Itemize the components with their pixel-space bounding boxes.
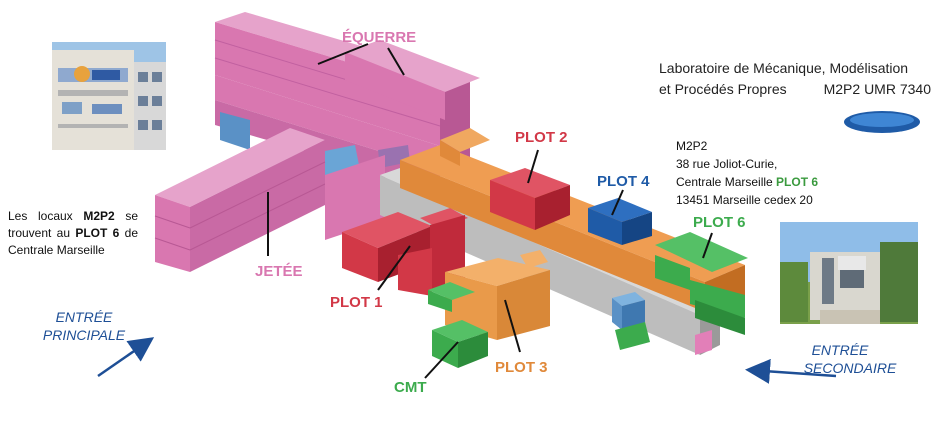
cmt-building [428, 282, 488, 368]
lab-code: M2P2 UMR 7340 [823, 81, 931, 97]
plot6-building [655, 232, 748, 335]
label-plot2: PLOT 2 [515, 129, 568, 146]
label-plot6: PLOT 6 [693, 214, 746, 231]
address-city: 13451 Marseille cedex 20 [676, 193, 813, 207]
plot6-photo [780, 222, 918, 324]
main-entrance-arrow [97, 337, 155, 378]
small-blue-block-front [622, 300, 645, 330]
equerre-building [214, 12, 480, 190]
lab-title-line2: et Procédés Propres [659, 81, 787, 97]
locaux-text-1: Les locaux [8, 209, 84, 223]
locaux-plot: PLOT 6 [75, 226, 120, 240]
main-entrance-line1: ENTRÉE [56, 309, 113, 325]
small-green-block [615, 322, 650, 350]
jetee-building [154, 128, 385, 272]
address-street: 38 rue Joliot-Curie, [676, 157, 778, 171]
locaux-lab: M2P2 [83, 209, 115, 223]
main-entrance-line2: PRINCIPALE [43, 327, 126, 343]
locaux-note: Les locaux M2P2 se trouvent au PLOT 6 de… [8, 208, 138, 259]
lab-title: Laboratoire de Mécanique, Modélisation e… [659, 58, 931, 100]
small-blue-block [612, 292, 645, 306]
secondary-entrance-line1: ENTRÉE [812, 342, 869, 358]
label-equerre: ÉQUERRE [342, 29, 416, 46]
label-plot3: PLOT 3 [495, 359, 548, 376]
address-site: Centrale Marseille [676, 175, 777, 189]
label-plot4: PLOT 4 [597, 173, 650, 190]
lab-building-photo [52, 42, 166, 150]
secondary-entrance-arrow [745, 358, 837, 384]
locaux-text-3: de Centrale Marseille [8, 226, 139, 257]
plot2-building [490, 168, 570, 230]
small-blue-block-side [612, 298, 622, 330]
leader-lines [267, 43, 713, 379]
label-jetee: JETÉE [255, 263, 303, 280]
lab-title-line1: Laboratoire de Mécanique, Modélisation [659, 60, 909, 76]
secondary-entrance-line2: SECONDAIRE [804, 360, 897, 376]
m2p2-logo [843, 108, 921, 134]
label-cmt: CMT [394, 379, 427, 396]
address-block: M2P2 38 rue Joliot-Curie, Centrale Marse… [676, 137, 818, 209]
locaux-text-2: se trouvent au [8, 209, 139, 240]
address-name: M2P2 [676, 139, 708, 153]
plot4-building [588, 198, 652, 245]
orange-bar [400, 128, 745, 312]
label-plot1: PLOT 1 [330, 294, 383, 311]
address-plot: PLOT 6 [776, 175, 819, 189]
